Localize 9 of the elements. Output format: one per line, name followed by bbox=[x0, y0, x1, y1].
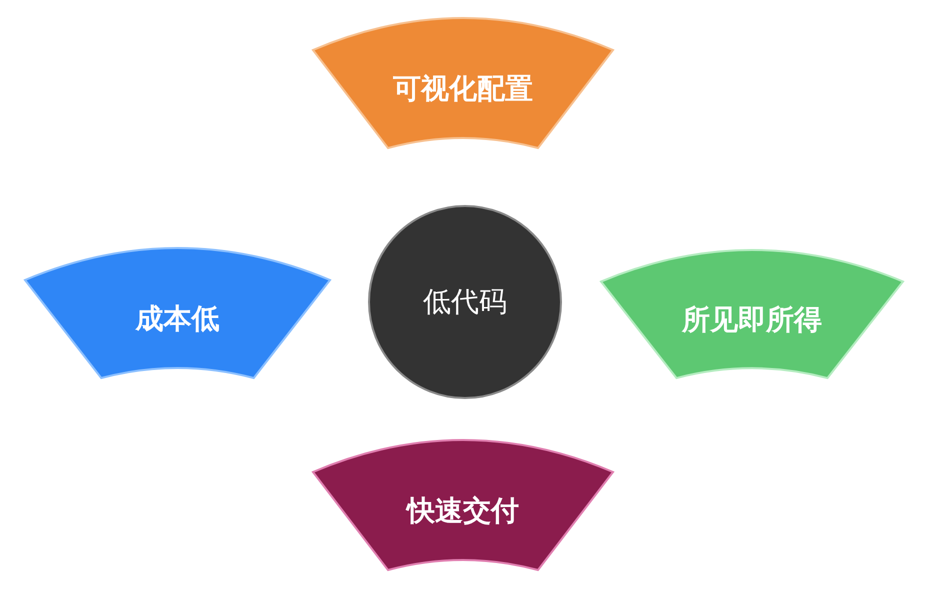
fan-segment bbox=[313, 440, 613, 572]
fan-segment bbox=[601, 250, 903, 380]
segment-label: 快速交付 bbox=[407, 493, 519, 529]
fan-segment bbox=[25, 248, 330, 380]
segment-label: 所见即所得 bbox=[682, 302, 822, 338]
segment-label: 可视化配置 bbox=[393, 71, 533, 107]
center-label: 低代码 bbox=[423, 284, 507, 320]
fan-segment bbox=[313, 18, 613, 150]
segment-label: 成本低 bbox=[136, 301, 220, 337]
